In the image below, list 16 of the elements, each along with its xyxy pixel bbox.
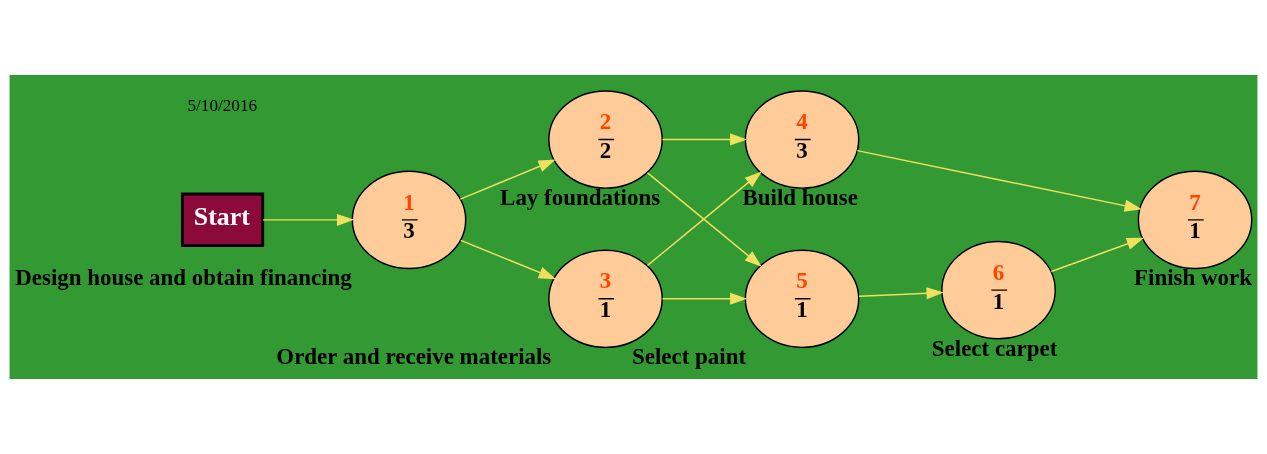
arrow (858, 287, 944, 300)
node-box: Start (180, 192, 265, 248)
label: 5/10/2016 (187, 96, 258, 115)
arrow (460, 239, 556, 280)
arrow (262, 213, 355, 226)
arrow (459, 159, 556, 200)
arrow (661, 133, 748, 146)
node-ellipse: 3 1 (548, 249, 663, 349)
arrow (661, 292, 748, 305)
arrow (1050, 237, 1145, 273)
node-ellipse: 2 2 (548, 90, 663, 189)
node-ellipse: 1 3 (351, 170, 467, 270)
arrow (856, 149, 1142, 212)
node-label: Design house and obtain financing (15, 265, 352, 291)
node-ellipse: 6 1 (941, 240, 1056, 340)
node-ellipse: 7 1 (1137, 170, 1253, 270)
